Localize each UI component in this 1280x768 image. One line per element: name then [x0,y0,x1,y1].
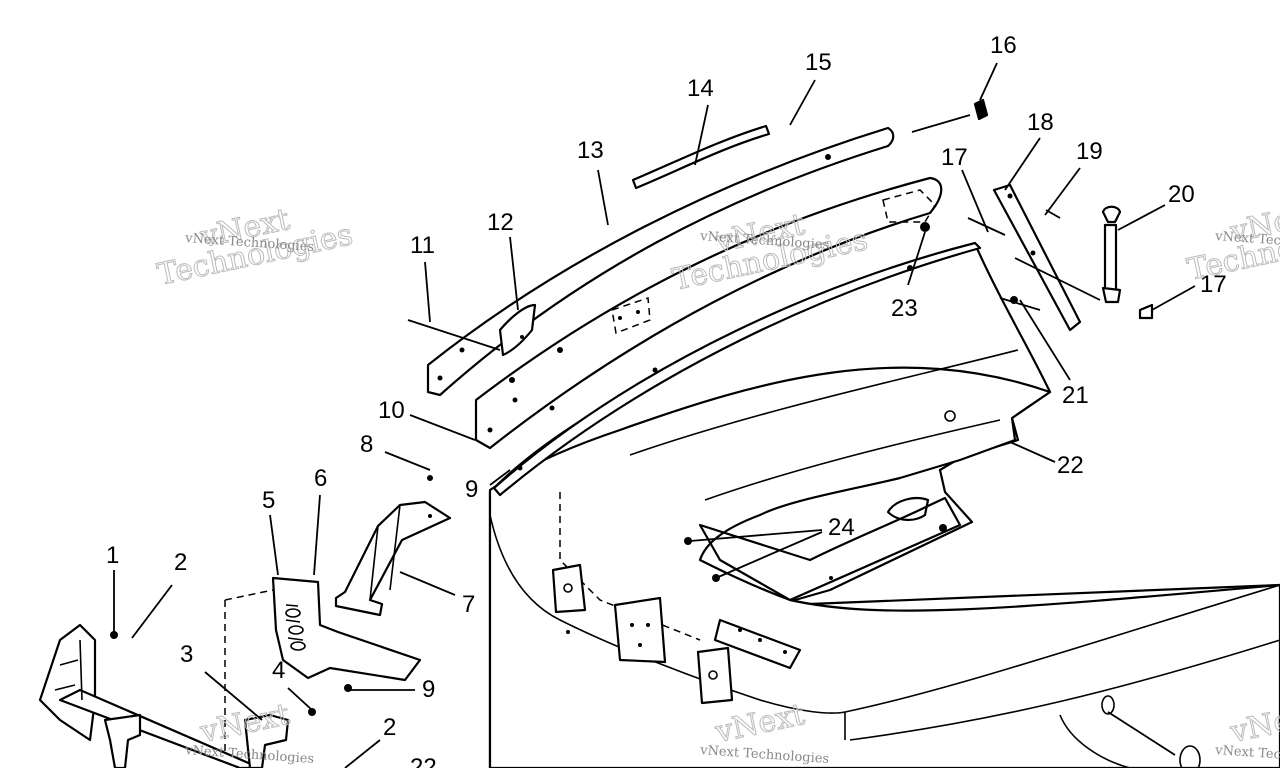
callout-15: 15 [805,49,832,76]
leader-lines [113,62,1196,768]
callout-23: 23 [891,295,918,322]
callout-2: 2 [174,549,187,576]
callout-21: 21 [1062,382,1089,409]
callout-5: 5 [262,487,275,514]
callout-1: 1 [106,542,119,569]
callout-labels: 1 2 3 4 5 6 7 8 9 9 10 11 12 13 14 15 16… [106,32,1227,768]
callout-19: 19 [1076,138,1103,165]
callout-17-left: 17 [941,144,968,171]
callout-4: 4 [272,657,285,684]
callout-22: 22 [1057,452,1084,479]
callout-17-right: 17 [1200,271,1227,298]
callout-9-lower: 9 [422,676,435,703]
callout-10: 10 [378,397,405,424]
callout-6: 6 [314,465,327,492]
callout-3: 3 [180,641,193,668]
callout-11: 11 [410,232,435,259]
rail-strips [426,124,982,497]
callout-18: 18 [1027,109,1054,136]
left-brackets [38,475,452,768]
callout-14: 14 [687,75,714,102]
callout-7: 7 [462,591,475,618]
hood-body [488,242,1280,768]
callout-16: 16 [990,32,1017,59]
callout-22-bottom: 22 [410,754,437,768]
callout-12: 12 [487,209,514,236]
callout-13: 13 [577,137,604,164]
callout-8: 8 [360,431,373,458]
callout-9-upper: 9 [465,476,478,503]
callout-2-bottom: 2 [383,714,396,741]
callout-24: 24 [828,514,855,541]
callout-20: 20 [1168,181,1195,208]
watermarks: vNext Technologies vNext Technologies vN… [154,197,1280,767]
